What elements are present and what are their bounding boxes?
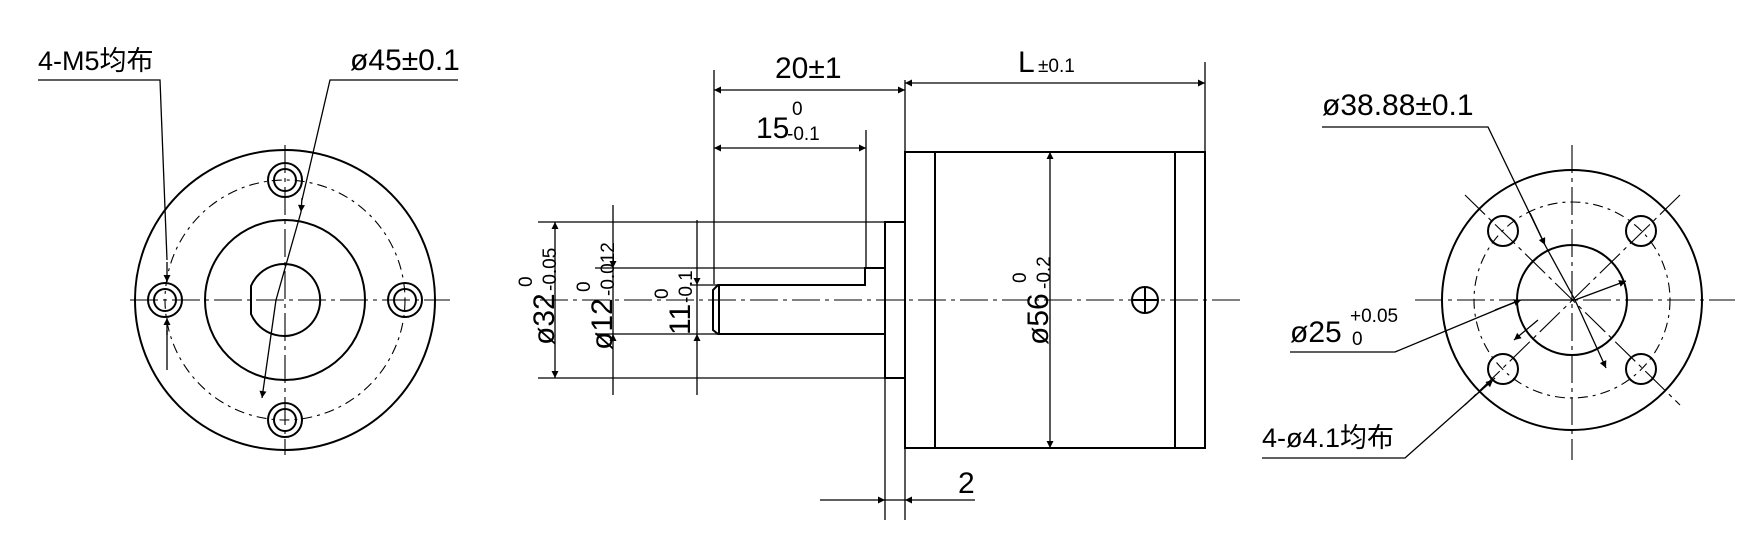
thread-note-leader [38,79,168,261]
pilot-dia-upper: 0 [516,276,537,287]
pilot-dia-lower: -0.05 [540,248,561,291]
shaft-length-upper: 0 [792,99,803,120]
front-shaft-d-profile [250,263,322,337]
length-label: L [1018,46,1035,79]
screw-symbol [1131,286,1159,314]
pilot-flange [884,221,906,379]
shaft-length-main: 15 [756,112,789,145]
bore-lower: 0 [1352,329,1363,350]
shaft-dia-lower: -0.012 [598,242,619,296]
output-shaft [712,267,885,335]
housing-dia-lower: -0.2 [1034,256,1055,289]
rear-outer-circle [1441,169,1703,431]
pcd-leader-upper [301,79,458,201]
hole-note-label: 4-ø4.1均布 [1262,423,1394,453]
rear-mount-holes [1487,215,1657,385]
side-view: L ±0.1 20±1 15 0 -0.1 ø56 0 -0.2 ø32 0 -… [516,46,1245,520]
flat-main: 11 [664,304,697,335]
shaft-dia-main: ø12 [586,298,619,350]
front-view: 4-M5均布 ø45±0.1 [38,44,460,455]
thread-note-label: 4-M5均布 [38,46,154,76]
front-pcd-label: ø45±0.1 [350,44,460,77]
length-tol: ±0.1 [1038,56,1075,77]
rear-pcd-leader [1322,126,1546,246]
housing-dia-upper: 0 [1010,272,1031,283]
flat-lower: -0.1 [676,270,697,303]
flange-length-label: 20±1 [775,52,842,85]
front-mount-holes [147,162,423,438]
front-outer-circle [134,149,436,451]
pilot-dia-main: ø32 [528,293,561,345]
bore-upper: +0.05 [1350,306,1398,327]
flat-upper: 0 [652,288,673,299]
bore-leader [1290,299,1521,353]
rear-view: ø38.88±0.1 ø25 +0.05 0 4-ø4.1均布 [1262,89,1735,460]
front-pilot-circle [204,219,366,381]
shaft-length-lower: -0.1 [787,124,820,145]
rear-pcd-label: ø38.88±0.1 [1322,89,1474,122]
housing-dia-main: ø56 [1022,293,1055,345]
rear-pcd-circle [1473,201,1671,399]
shaft-dia-upper: 0 [574,281,595,292]
flange-thk-label: 2 [958,467,975,500]
front-pcd-circle [164,179,406,421]
hole-note-leader [1262,377,1496,459]
bore-main: ø25 [1290,316,1342,349]
